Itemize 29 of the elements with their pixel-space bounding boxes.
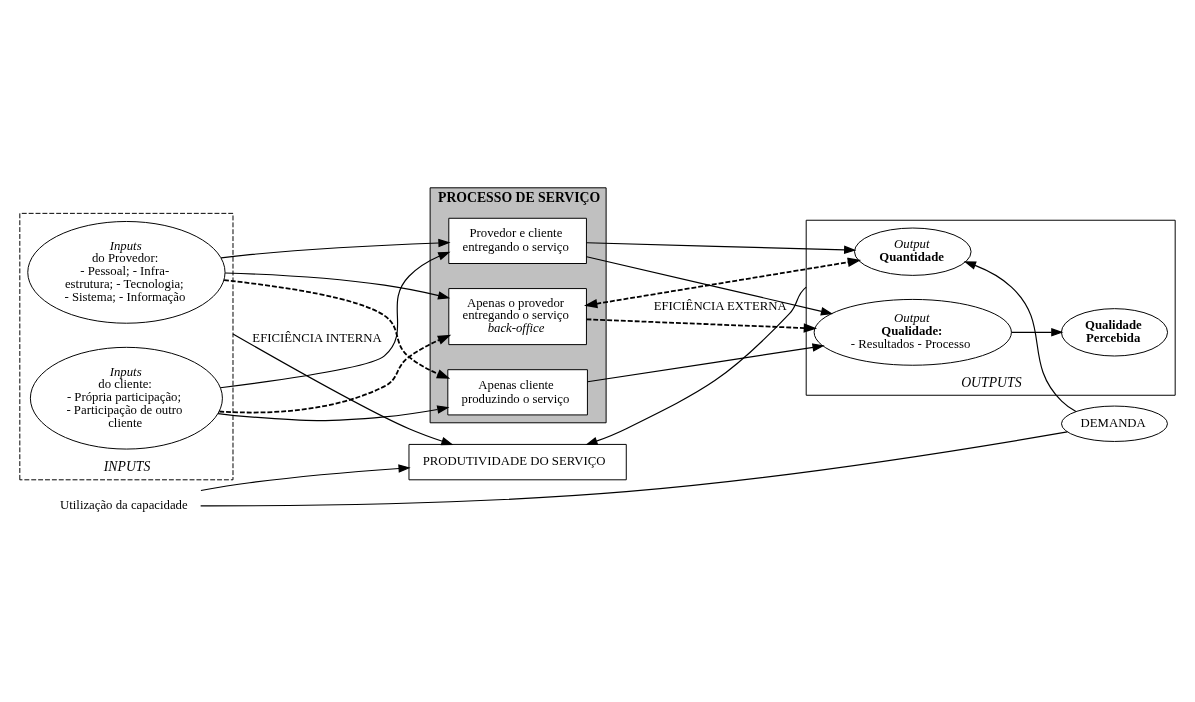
node-box: Provedor e cliente entregando o serviço [448,217,587,264]
arrow [584,257,862,308]
arrow [220,238,451,258]
node-box: PRODUTIVIDADE DO SERVIÇO [408,443,627,480]
arrow [586,342,825,382]
arrow [200,463,411,491]
arrow [224,271,451,300]
arrow [1011,327,1064,337]
arrow [223,278,451,379]
arrow [232,332,454,445]
arrow [218,334,452,413]
node-ellipse: DEMANDA [1061,405,1168,442]
connector [200,430,1068,506]
arrow [586,241,857,254]
arrow [585,317,818,333]
node-ellipse: Inputs do Provedor: - Pessoal; - Infra-estrutura; - Tecnologia; - Sistema; - Informação [27,220,226,324]
arrow [217,404,450,421]
arrow [585,286,807,445]
node-text: Utilização da capacidade [60,497,188,512]
edge-label: EFICIÊNCIA EXTERNA [653,298,787,313]
edge-label: EFICIÊNCIA INTERNA [252,330,382,345]
node-box: Apenas o provedor entregando o serviço back-office [448,287,587,345]
node-box: Apenas cliente produzindo o serviço [447,368,588,415]
arrow [963,260,1077,412]
node-ellipse: Inputs do cliente: - Própria participação; - Participação de outro cliente [29,346,223,450]
arrow [219,251,451,388]
node-ellipse: Qualidade Percebida [1060,307,1169,356]
node-ellipse: Output Quantidade [854,227,972,276]
arrow [586,255,834,315]
